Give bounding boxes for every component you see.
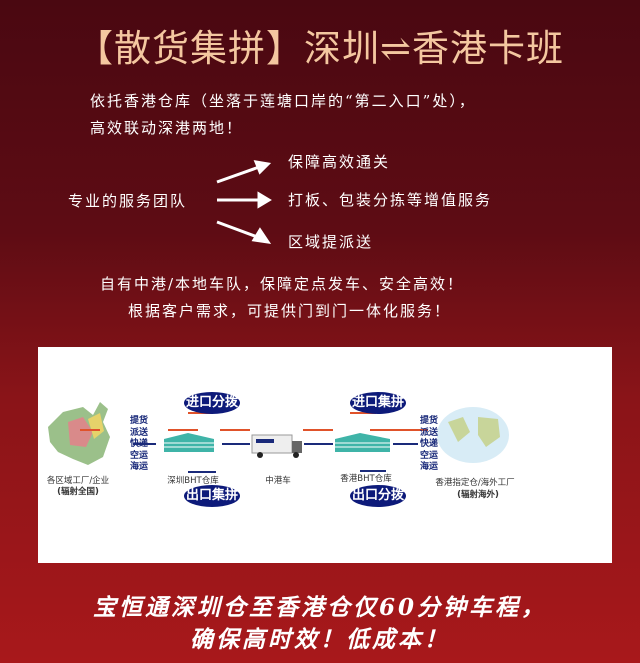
flow-arrows	[80, 412, 428, 473]
sz-warehouse-icon	[164, 433, 214, 452]
feature-line-1: 自有中港/本地车队，保障定点发车、安全高效！	[100, 275, 465, 293]
logistics-diagram: 提货派送快递空运海运 提货派送快递空运海运 各区域工厂/企业 (辐射全国) 深圳…	[38, 347, 612, 563]
service-item: 区域提派送	[288, 233, 374, 251]
truck-label: 中港车	[265, 476, 291, 486]
feature-line-2: 根据客户需求，可提供门到门一体化服务！	[128, 302, 452, 320]
left-source-label: 各区域工厂/企业	[46, 476, 110, 486]
mode-item: 海运	[130, 462, 149, 472]
right-source-label: 香港指定仓/海外工厂	[435, 478, 515, 488]
mode-item: 提货	[130, 416, 149, 426]
intro-line-2: 高效联动深港两地！	[90, 119, 244, 137]
pill-hk-export: 出口分拨	[350, 485, 406, 507]
mode-item: 快递	[130, 439, 149, 449]
right-modes-list: 提货派送快递空运海运	[420, 416, 438, 474]
mode-item: 派送	[420, 427, 439, 438]
footer-line-2: 确保高时效！低成本！	[190, 626, 450, 653]
mode-item: 空运	[420, 450, 439, 461]
intro-line-1: 依托香港仓库（坐落于莲塘口岸的“第二入口”处），	[90, 92, 476, 110]
mode-item: 空运	[130, 450, 149, 461]
right-source-sub: (辐射海外)	[457, 490, 499, 500]
sz-warehouse-label: 深圳BHT仓库	[167, 476, 219, 486]
pill-sz-import: 进口分拨	[184, 392, 240, 414]
arrow-up-icon	[216, 164, 263, 184]
hk-warehouse-label: 香港BHT仓库	[340, 474, 392, 484]
left-source-sub: (辐射全国)	[57, 487, 99, 497]
hk-warehouse-icon	[335, 433, 390, 452]
service-item: 保障高效通关	[288, 153, 391, 171]
pill-hk-import: 进口集拼	[350, 392, 406, 414]
truck-icon	[251, 434, 302, 458]
service-item: 打板、包装分拣等增值服务	[288, 191, 493, 209]
left-modes-list: 提货派送快递空运海运	[130, 416, 148, 474]
footer-line-1: 宝恒通深圳仓至香港仓仅60分钟车程，	[92, 594, 547, 621]
mode-item: 派送	[130, 427, 149, 438]
mode-item: 快递	[420, 439, 439, 449]
service-arrows	[216, 160, 272, 244]
page-title: 【散货集拼】深圳⇌香港卡班	[75, 27, 564, 70]
arrow-down-icon	[216, 220, 261, 240]
pill-sz-export: 出口集拼	[184, 485, 240, 507]
mode-item: 海运	[420, 462, 439, 472]
services-label: 专业的服务团队	[68, 192, 188, 210]
mode-item: 提货	[420, 416, 439, 426]
